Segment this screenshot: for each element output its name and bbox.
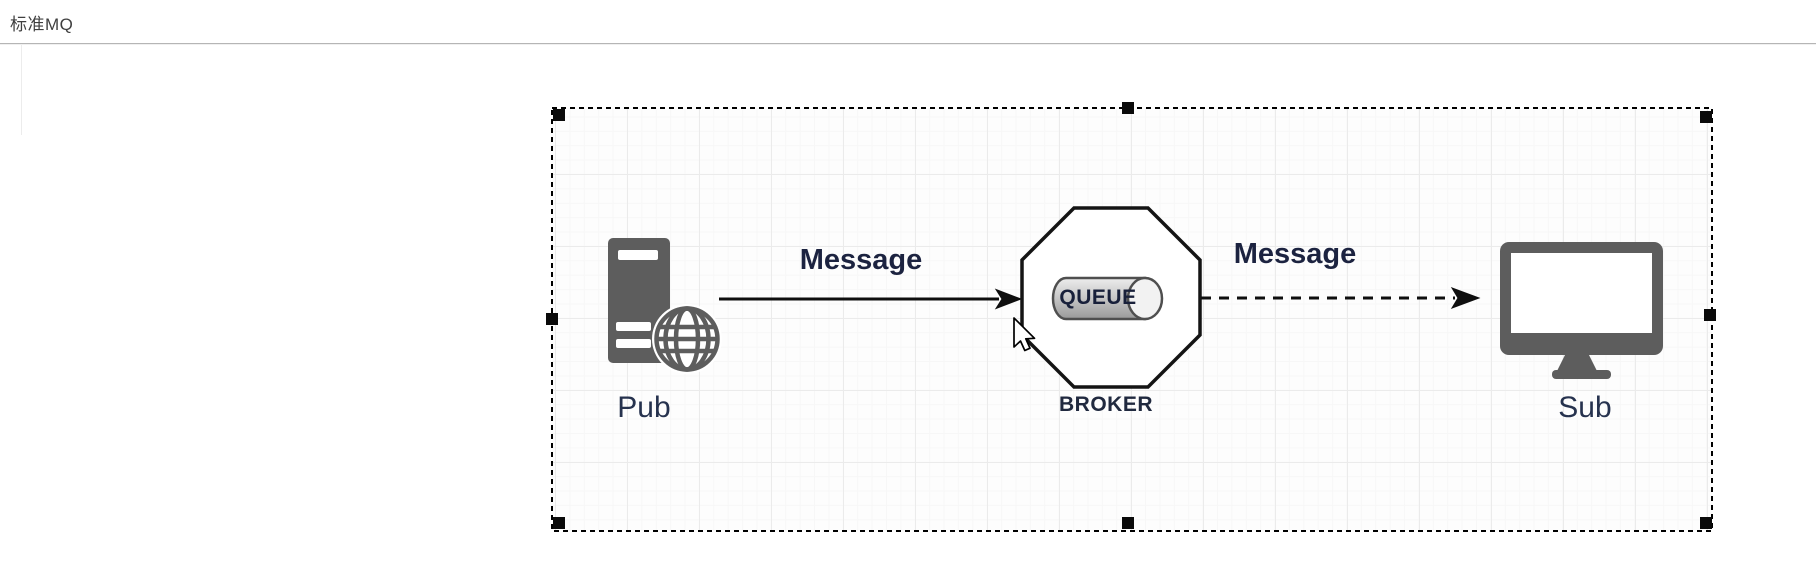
resize-handle-n[interactable] (1122, 102, 1134, 114)
resize-handle-se[interactable] (1700, 517, 1712, 529)
resize-handle-w[interactable] (546, 313, 558, 325)
page-title: 标准MQ (10, 15, 74, 34)
sub-node-label: Sub (1558, 391, 1612, 424)
resize-handle-e[interactable] (1704, 309, 1716, 321)
mouse-cursor-icon (1013, 317, 1036, 352)
header-divider (0, 43, 1816, 45)
edge-label-message-1: Message (799, 244, 923, 276)
left-panel-edge (21, 45, 22, 135)
edge-solid-arrow[interactable] (719, 288, 1023, 310)
broker-node-label: BROKER (1058, 393, 1153, 416)
queue-cylinder-icon[interactable] (1051, 276, 1164, 321)
edge-dashed-arrow[interactable] (1201, 287, 1481, 309)
edge-label-message-2: Message (1233, 238, 1357, 270)
resize-handle-s[interactable] (1122, 517, 1134, 529)
resize-handle-sw[interactable] (553, 517, 565, 529)
pub-node-label: Pub (617, 391, 671, 424)
resize-handle-ne[interactable] (1700, 111, 1712, 123)
queue-label: QUEUE (1059, 286, 1137, 309)
resize-handle-nw[interactable] (553, 109, 565, 121)
monitor-icon[interactable] (1500, 242, 1663, 379)
server-globe-icon[interactable] (608, 238, 722, 374)
